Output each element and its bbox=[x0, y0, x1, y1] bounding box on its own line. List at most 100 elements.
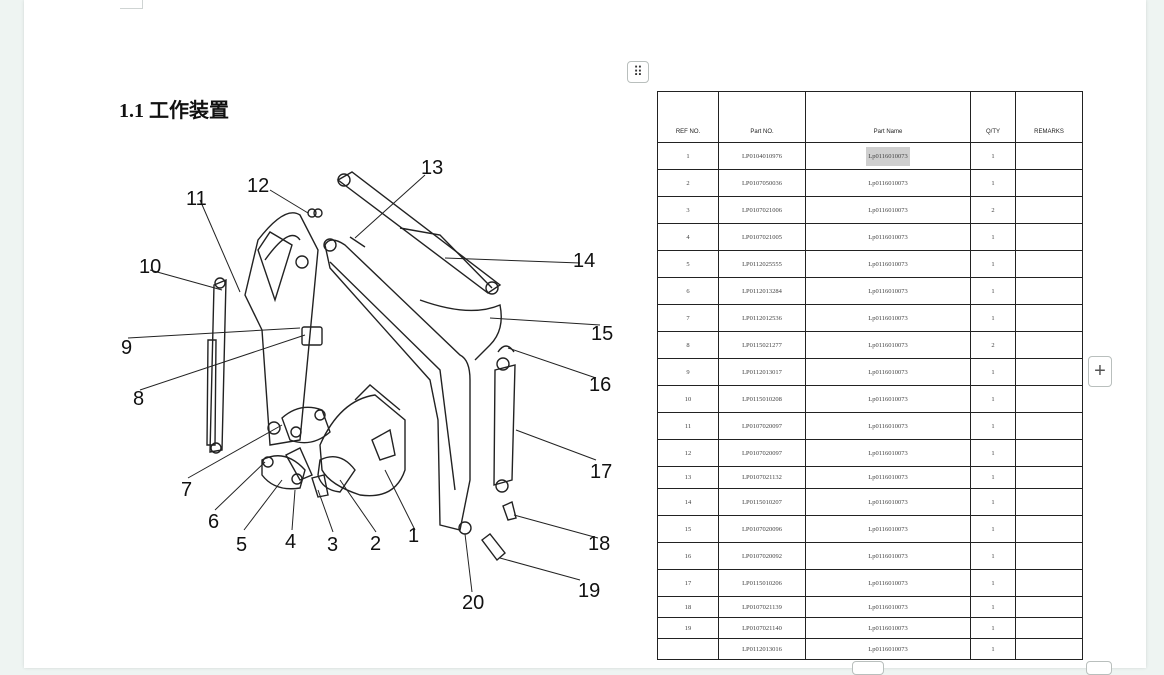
cell-part-no: LP0104010976 bbox=[718, 142, 806, 170]
cell-ref-no: 1 bbox=[657, 142, 719, 170]
cell-part-no: LP0107021006 bbox=[718, 196, 806, 224]
callout-lines bbox=[127, 174, 601, 593]
resize-handle[interactable] bbox=[852, 661, 884, 675]
cell-qty: 1 bbox=[970, 596, 1016, 618]
cell-part-no: LP0107020097 bbox=[718, 412, 806, 440]
page-corner-mark bbox=[120, 0, 143, 9]
cell-ref-no: 15 bbox=[657, 515, 719, 543]
cell-ref-no: 7 bbox=[657, 304, 719, 332]
cell-remarks bbox=[1015, 412, 1083, 440]
cell-ref-no: 4 bbox=[657, 223, 719, 251]
cell-part-name: Lp0116010073 bbox=[805, 569, 971, 597]
cell-part-name: Lp0116010073 bbox=[805, 196, 971, 224]
cell-ref-no: 14 bbox=[657, 488, 719, 516]
cell-qty: 1 bbox=[970, 385, 1016, 413]
cell-part-no: LP0107021139 bbox=[718, 596, 806, 618]
drag-handle-icon[interactable]: ⠿ bbox=[627, 61, 649, 83]
callout-2: 2 bbox=[370, 533, 381, 555]
section-title: 1.1 工作装置 bbox=[119, 100, 229, 122]
header-remarks: REMARKS bbox=[1015, 91, 1083, 143]
callout-13: 13 bbox=[421, 157, 443, 179]
cell-part-name: Lp0116010073 bbox=[805, 358, 971, 386]
callout-3: 3 bbox=[327, 534, 338, 556]
cell-ref-no: 11 bbox=[657, 412, 719, 440]
cell-part-no: LP0115010207 bbox=[718, 488, 806, 516]
cell-remarks bbox=[1015, 617, 1083, 639]
cell-remarks bbox=[1015, 250, 1083, 278]
cell-part-name: Lp0116010073 bbox=[805, 617, 971, 639]
cell-part-no: LP0112013017 bbox=[718, 358, 806, 386]
cell-part-no: LP0112012536 bbox=[718, 304, 806, 332]
cell-part-name: Lp0116010073 bbox=[805, 277, 971, 305]
cell-ref-no: 5 bbox=[657, 250, 719, 278]
cell-ref-no: 6 bbox=[657, 277, 719, 305]
cell-part-name: Lp0116010073 bbox=[805, 223, 971, 251]
callout-9: 9 bbox=[121, 337, 132, 359]
cell-ref-no: 3 bbox=[657, 196, 719, 224]
cell-ref-no: 16 bbox=[657, 542, 719, 570]
callout-18: 18 bbox=[588, 533, 610, 555]
cell-qty: 1 bbox=[970, 250, 1016, 278]
header-part-name: Part Name bbox=[805, 91, 971, 143]
resize-handle[interactable] bbox=[1086, 661, 1112, 675]
cell-part-no: LP0107020096 bbox=[718, 515, 806, 543]
cell-qty: 1 bbox=[970, 412, 1016, 440]
cell-part-name: Lp0116010073 bbox=[805, 542, 971, 570]
cell-remarks bbox=[1015, 142, 1083, 170]
cell-part-no: LP0107021005 bbox=[718, 223, 806, 251]
cell-part-no: LP0112013284 bbox=[718, 277, 806, 305]
cell-part-no: LP0107021132 bbox=[718, 466, 806, 489]
cell-ref-no: 8 bbox=[657, 331, 719, 359]
cell-remarks bbox=[1015, 331, 1083, 359]
cell-remarks bbox=[1015, 569, 1083, 597]
cell-part-no: LP0107021140 bbox=[718, 617, 806, 639]
add-row-button[interactable]: + bbox=[1088, 356, 1112, 387]
header-ref-no: REF NO. bbox=[657, 91, 719, 143]
cell-remarks bbox=[1015, 169, 1083, 197]
cell-part-name: Lp0116010073 bbox=[805, 385, 971, 413]
excavator-work-device-diagram: 1 2 3 4 5 6 7 8 9 10 11 12 13 14 15 16 1… bbox=[121, 157, 613, 614]
callout-1: 1 bbox=[408, 525, 419, 547]
callout-8: 8 bbox=[133, 388, 144, 410]
cell-part-name: Lp0116010073 bbox=[805, 304, 971, 332]
diagram-parts bbox=[206, 171, 517, 562]
callout-11: 11 bbox=[186, 188, 207, 210]
callout-14: 14 bbox=[573, 250, 595, 272]
cell-qty: 2 bbox=[970, 331, 1016, 359]
cell-part-no: LP0107050036 bbox=[718, 169, 806, 197]
cell-ref-no: 13 bbox=[657, 466, 719, 489]
header-part-no: Part NO. bbox=[718, 91, 806, 143]
cell-part-name: Lp0116010073 bbox=[805, 169, 971, 197]
cell-qty: 2 bbox=[970, 196, 1016, 224]
cell-part-no: LP0115021277 bbox=[718, 331, 806, 359]
cell-remarks bbox=[1015, 223, 1083, 251]
cell-qty: 1 bbox=[970, 358, 1016, 386]
cell-part-name: Lp0116010073 bbox=[805, 412, 971, 440]
cell-part-no: LP0115010206 bbox=[718, 569, 806, 597]
callout-5: 5 bbox=[236, 534, 247, 556]
cell-part-name: Lp0116010073 bbox=[805, 488, 971, 516]
highlighted-text: Lp0116010073 bbox=[866, 146, 910, 166]
cell-remarks bbox=[1015, 515, 1083, 543]
cell-qty: 1 bbox=[970, 466, 1016, 489]
cell-part-no: LP0107020092 bbox=[718, 542, 806, 570]
cell-remarks bbox=[1015, 439, 1083, 467]
callout-10: 10 bbox=[139, 256, 161, 278]
cell-qty: 1 bbox=[970, 277, 1016, 305]
cell-ref-no: 18 bbox=[657, 596, 719, 618]
